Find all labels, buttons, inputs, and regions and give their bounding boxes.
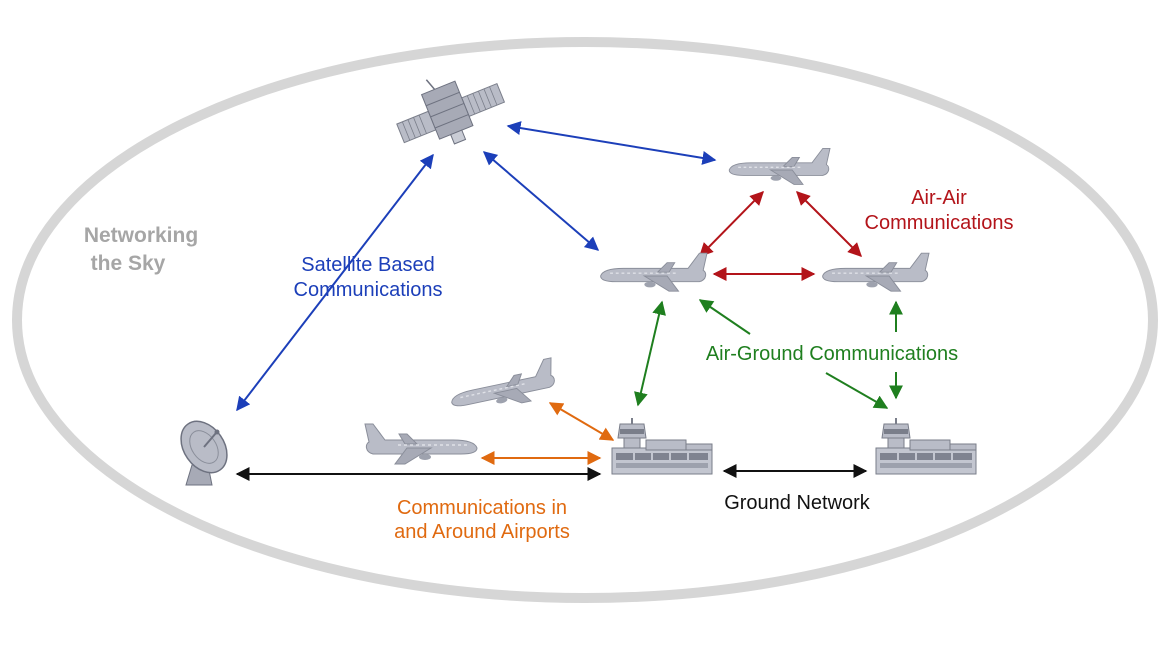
satellite-icon — [396, 79, 506, 145]
air-ground-label: Air-Ground Communications — [706, 343, 958, 365]
diagram-title-line2: the Sky — [91, 252, 166, 275]
air-ground-links — [634, 299, 903, 409]
air-air-label-line1: Air-Air — [911, 187, 967, 209]
airport-links — [480, 402, 615, 465]
sky-boundary-ellipse — [12, 37, 1158, 603]
airports-label-line2: and Around Airports — [394, 521, 570, 543]
ground-network-links — [235, 464, 868, 481]
control-tower-icon — [611, 417, 713, 475]
satellite-label-line1: Satellite Based — [301, 254, 434, 276]
air-air-links — [699, 191, 862, 281]
air-air-label-line2: Communications — [865, 212, 1014, 234]
diagram-title-line1: Networking — [84, 224, 198, 247]
airplane-icon — [446, 357, 560, 418]
satellite-links — [236, 121, 717, 412]
airplane-icon — [599, 252, 708, 292]
airports-label-line1: Communications in — [397, 497, 567, 519]
airplane-icon — [821, 252, 930, 292]
control-tower-icon — [875, 417, 977, 475]
airplane-icon — [364, 423, 478, 465]
ground-network-label: Ground Network — [724, 492, 871, 514]
ground-antenna-icon — [180, 420, 228, 486]
airplane-icon — [728, 147, 831, 186]
satellite-label-line2: Communications — [294, 279, 443, 301]
